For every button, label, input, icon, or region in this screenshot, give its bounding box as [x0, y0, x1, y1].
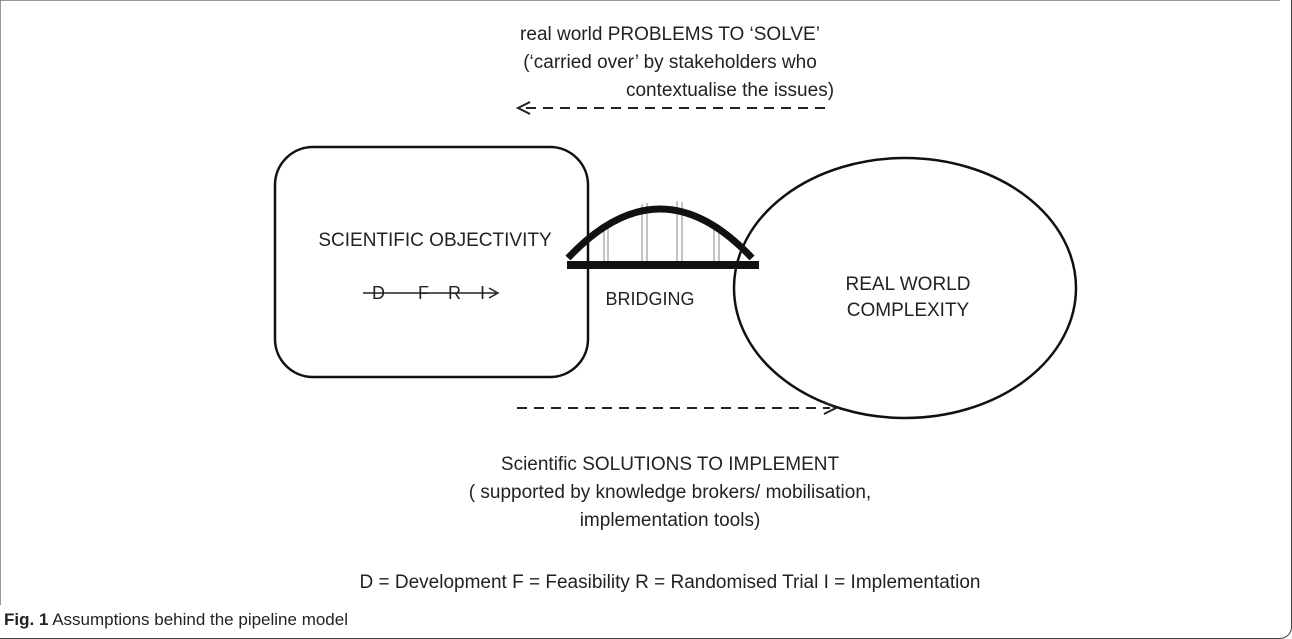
real-world-label-line-1: REAL WORLD	[845, 274, 971, 295]
solutions-subtitle-line-2: implementation tools)	[579, 510, 761, 531]
real-world-label-line-2: COMPLEXITY	[846, 300, 970, 321]
figure-caption-text: Assumptions behind the pipeline model	[48, 610, 348, 629]
scientific-objectivity-box	[273, 145, 590, 379]
pipeline-step-r: R	[448, 283, 461, 303]
pipeline-step-f: F	[418, 283, 429, 303]
pipeline-step-i: I	[480, 283, 485, 303]
scientific-objectivity-label: SCIENTIFIC OBJECTIVITY	[318, 230, 552, 251]
figure-caption: Fig. 1 Assumptions behind the pipeline m…	[4, 610, 348, 630]
pipeline-step-d: D	[372, 283, 385, 303]
problems-arrow	[515, 101, 825, 115]
solutions-subtitle-line-1: ( supported by knowledge brokers/ mobili…	[468, 482, 872, 503]
bridge-icon	[565, 201, 759, 269]
problems-title: real world PROBLEMS TO ‘SOLVE’	[520, 24, 820, 45]
problems-subtitle-line-2: contextualise the issues)	[625, 80, 835, 101]
pipeline-arrow	[363, 287, 500, 299]
real-world-complexity-ellipse	[732, 156, 1078, 420]
solutions-title: Scientific SOLUTIONS TO IMPLEMENT	[500, 454, 840, 475]
abbreviation-legend: D = Development F = Feasibility R = Rand…	[359, 572, 981, 593]
problems-subtitle-line-1: (‘carried over’ by stakeholders who	[523, 52, 817, 73]
bridging-label: BRIDGING	[605, 289, 695, 309]
figure-label: Fig. 1	[4, 610, 49, 629]
solutions-arrow	[517, 401, 839, 415]
